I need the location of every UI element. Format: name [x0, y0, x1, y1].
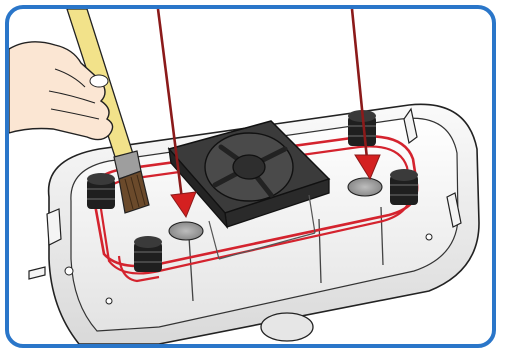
maintenance-illustration: [9, 9, 492, 344]
left-vent-hole: [169, 222, 203, 240]
right-vent-hole: [348, 178, 382, 196]
illustration-frame: [5, 5, 496, 348]
